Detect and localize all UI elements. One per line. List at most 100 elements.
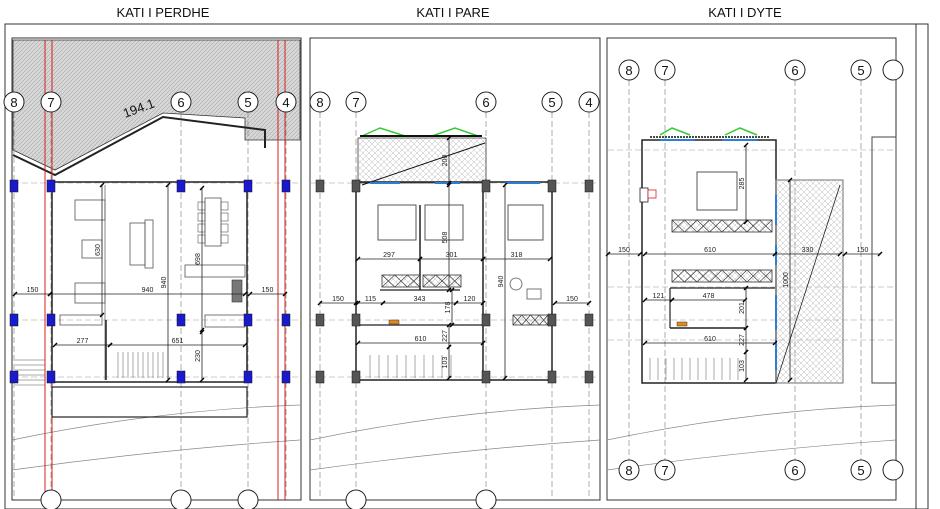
chair	[197, 212, 206, 222]
dimension-tick	[642, 251, 648, 257]
dimension-tick	[446, 182, 452, 188]
grid-bubble	[3, 91, 25, 113]
tv-unit	[144, 219, 154, 269]
dimension-label: 478	[703, 293, 715, 300]
bed	[377, 204, 417, 241]
wardrobe-cross	[746, 219, 760, 233]
dimension-tick	[842, 251, 848, 257]
wardrobe-cross	[521, 314, 531, 326]
grid-label: 7	[352, 95, 359, 110]
dimension-label: 610	[704, 336, 716, 343]
roof-edge	[12, 115, 266, 177]
dimension-tick	[453, 300, 459, 306]
dimension-tick	[669, 297, 675, 303]
column	[9, 370, 19, 384]
dimension-tick	[449, 287, 455, 293]
slope-arrow	[775, 184, 841, 384]
dimension-tick	[12, 291, 18, 297]
wardrobe-cross	[696, 269, 710, 283]
wardrobe-cross	[512, 314, 522, 326]
terrace	[51, 386, 248, 418]
dimension-tick	[199, 377, 205, 383]
dimension-tick	[317, 300, 323, 306]
dimension-tick	[877, 251, 883, 257]
grid-bubble	[345, 91, 367, 113]
kitchen-counter	[184, 264, 246, 278]
dimension-label: 201	[739, 302, 746, 314]
bed	[507, 204, 544, 241]
dimension-tick	[480, 300, 486, 306]
dimension-tick	[282, 291, 288, 297]
dimension-tick	[547, 256, 553, 262]
wardrobe-cross	[759, 219, 773, 233]
grid-label: 8	[10, 95, 17, 110]
dimension-label: 330	[802, 247, 814, 254]
grid-bubble	[170, 489, 192, 509]
grid-bubble	[275, 91, 297, 113]
dimension-label: 610	[415, 336, 427, 343]
wardrobe-cross	[435, 274, 449, 288]
water-heater	[388, 319, 400, 325]
column	[176, 370, 186, 384]
dimension-tick	[99, 312, 105, 318]
site-boundary	[11, 439, 301, 471]
dimension-label: 103	[739, 360, 746, 372]
dimension-tick	[552, 300, 558, 306]
grid-bubble	[345, 489, 367, 509]
chair	[509, 277, 523, 291]
dimension-tick	[480, 256, 486, 262]
grid-bubble	[40, 489, 62, 509]
dimension-tick	[772, 251, 778, 257]
site-boundary	[309, 404, 601, 441]
column	[176, 313, 186, 327]
dimension-label: 343	[414, 296, 426, 303]
chair	[197, 234, 206, 244]
column	[315, 313, 325, 327]
dimension-label: 120	[464, 296, 476, 303]
dimension-label: 940	[161, 277, 168, 289]
dimension-label: 227	[442, 330, 449, 342]
dimension-label: 651	[172, 338, 184, 345]
dimension-tick	[417, 256, 423, 262]
dimension-label: 150	[566, 296, 578, 303]
dimension-tick	[242, 342, 248, 348]
wardrobe-cross	[721, 219, 735, 233]
column	[584, 313, 594, 327]
wardrobe-cross	[709, 219, 723, 233]
dimension-tick	[772, 340, 778, 346]
grid-bubble	[654, 459, 676, 481]
column	[481, 370, 491, 384]
bathroom-counter	[59, 314, 103, 326]
column	[639, 187, 649, 203]
grid-label: 8	[316, 95, 323, 110]
dimension-tick	[743, 219, 749, 225]
dimension-label: 103	[442, 357, 449, 369]
site-boundary	[606, 404, 897, 441]
planter	[659, 127, 758, 136]
grid-label: 6	[177, 95, 184, 110]
site-boundary	[606, 439, 897, 471]
grid-label: 5	[857, 463, 864, 478]
dimension-tick	[165, 377, 171, 383]
column	[547, 179, 557, 193]
grid-bubble	[882, 59, 904, 81]
grid-label: 6	[791, 463, 798, 478]
chair	[220, 212, 229, 222]
dimension-tick	[47, 291, 53, 297]
sofa	[74, 199, 106, 221]
bed	[424, 204, 464, 241]
panel-frame	[606, 37, 897, 501]
dimension-tick	[605, 251, 611, 257]
grid-bubble	[40, 91, 62, 113]
dimension-tick	[642, 340, 648, 346]
dimension-tick	[199, 185, 205, 191]
grid-bubble	[654, 59, 676, 81]
wardrobe-cross	[422, 274, 436, 288]
dimension-label: 150	[262, 287, 274, 294]
wardrobe-cross	[530, 314, 540, 326]
dimension-label: 508	[442, 232, 449, 244]
dimension-tick	[107, 342, 113, 348]
dimension-tick	[837, 251, 843, 257]
grid-label: 8	[625, 463, 632, 478]
column	[46, 370, 56, 384]
